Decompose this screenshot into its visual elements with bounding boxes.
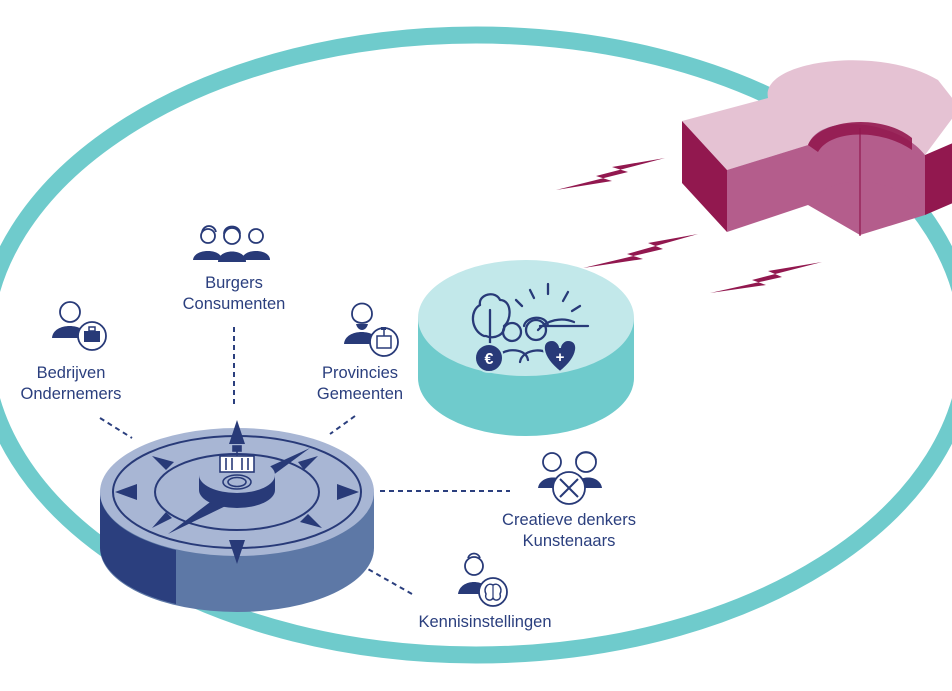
- lightning-bolt-icon: [556, 158, 665, 190]
- entrepreneur-briefcase-icon: [52, 301, 107, 351]
- label-provincies: Provincies Gemeenten: [308, 363, 412, 405]
- label-creatieve-line2: Kunstenaars: [522, 532, 616, 550]
- three-citizens-icon: [193, 225, 270, 262]
- connector-bedrijven: [99, 417, 133, 439]
- euro-coin: €: [474, 343, 504, 373]
- label-provincies-line1: Provincies: [321, 364, 399, 382]
- researcher-brain-icon: [458, 552, 508, 607]
- town-hall-icon: [219, 445, 255, 490]
- label-bedrijven-line1: Bedrijven: [36, 364, 106, 382]
- magnet-icon: [682, 60, 952, 236]
- label-kennis-line1: Kennisinstellingen: [418, 613, 552, 631]
- label-provincies-line2: Gemeenten: [316, 385, 404, 403]
- plus-symbol: +: [556, 349, 565, 366]
- ecosystem-ring: [0, 26, 952, 664]
- label-kennis: Kennisinstellingen: [404, 612, 566, 633]
- lightning-bolt-icon: [583, 234, 698, 268]
- euro-symbol: €: [485, 351, 494, 368]
- wellbeing-disc: € +: [418, 260, 634, 436]
- creative-pencil-brush-icon: [538, 451, 602, 505]
- label-burgers: Burgers Consumenten: [172, 273, 296, 315]
- health-heart: +: [542, 338, 578, 374]
- official-municipality-icon: [344, 302, 399, 357]
- lightning-bolt-icon: [710, 262, 822, 293]
- connector-provincies: [329, 415, 356, 435]
- label-creatieve-line1: Creatieve denkers: [502, 511, 636, 529]
- compass-icon: [99, 420, 374, 612]
- label-creatieve: Creatieve denkers Kunstenaars: [488, 510, 650, 552]
- label-burgers-line1: Burgers: [205, 274, 263, 292]
- label-burgers-line2: Consumenten: [182, 295, 286, 313]
- label-bedrijven: Bedrijven Ondernemers: [16, 363, 126, 405]
- label-bedrijven-line2: Ondernemers: [20, 385, 122, 403]
